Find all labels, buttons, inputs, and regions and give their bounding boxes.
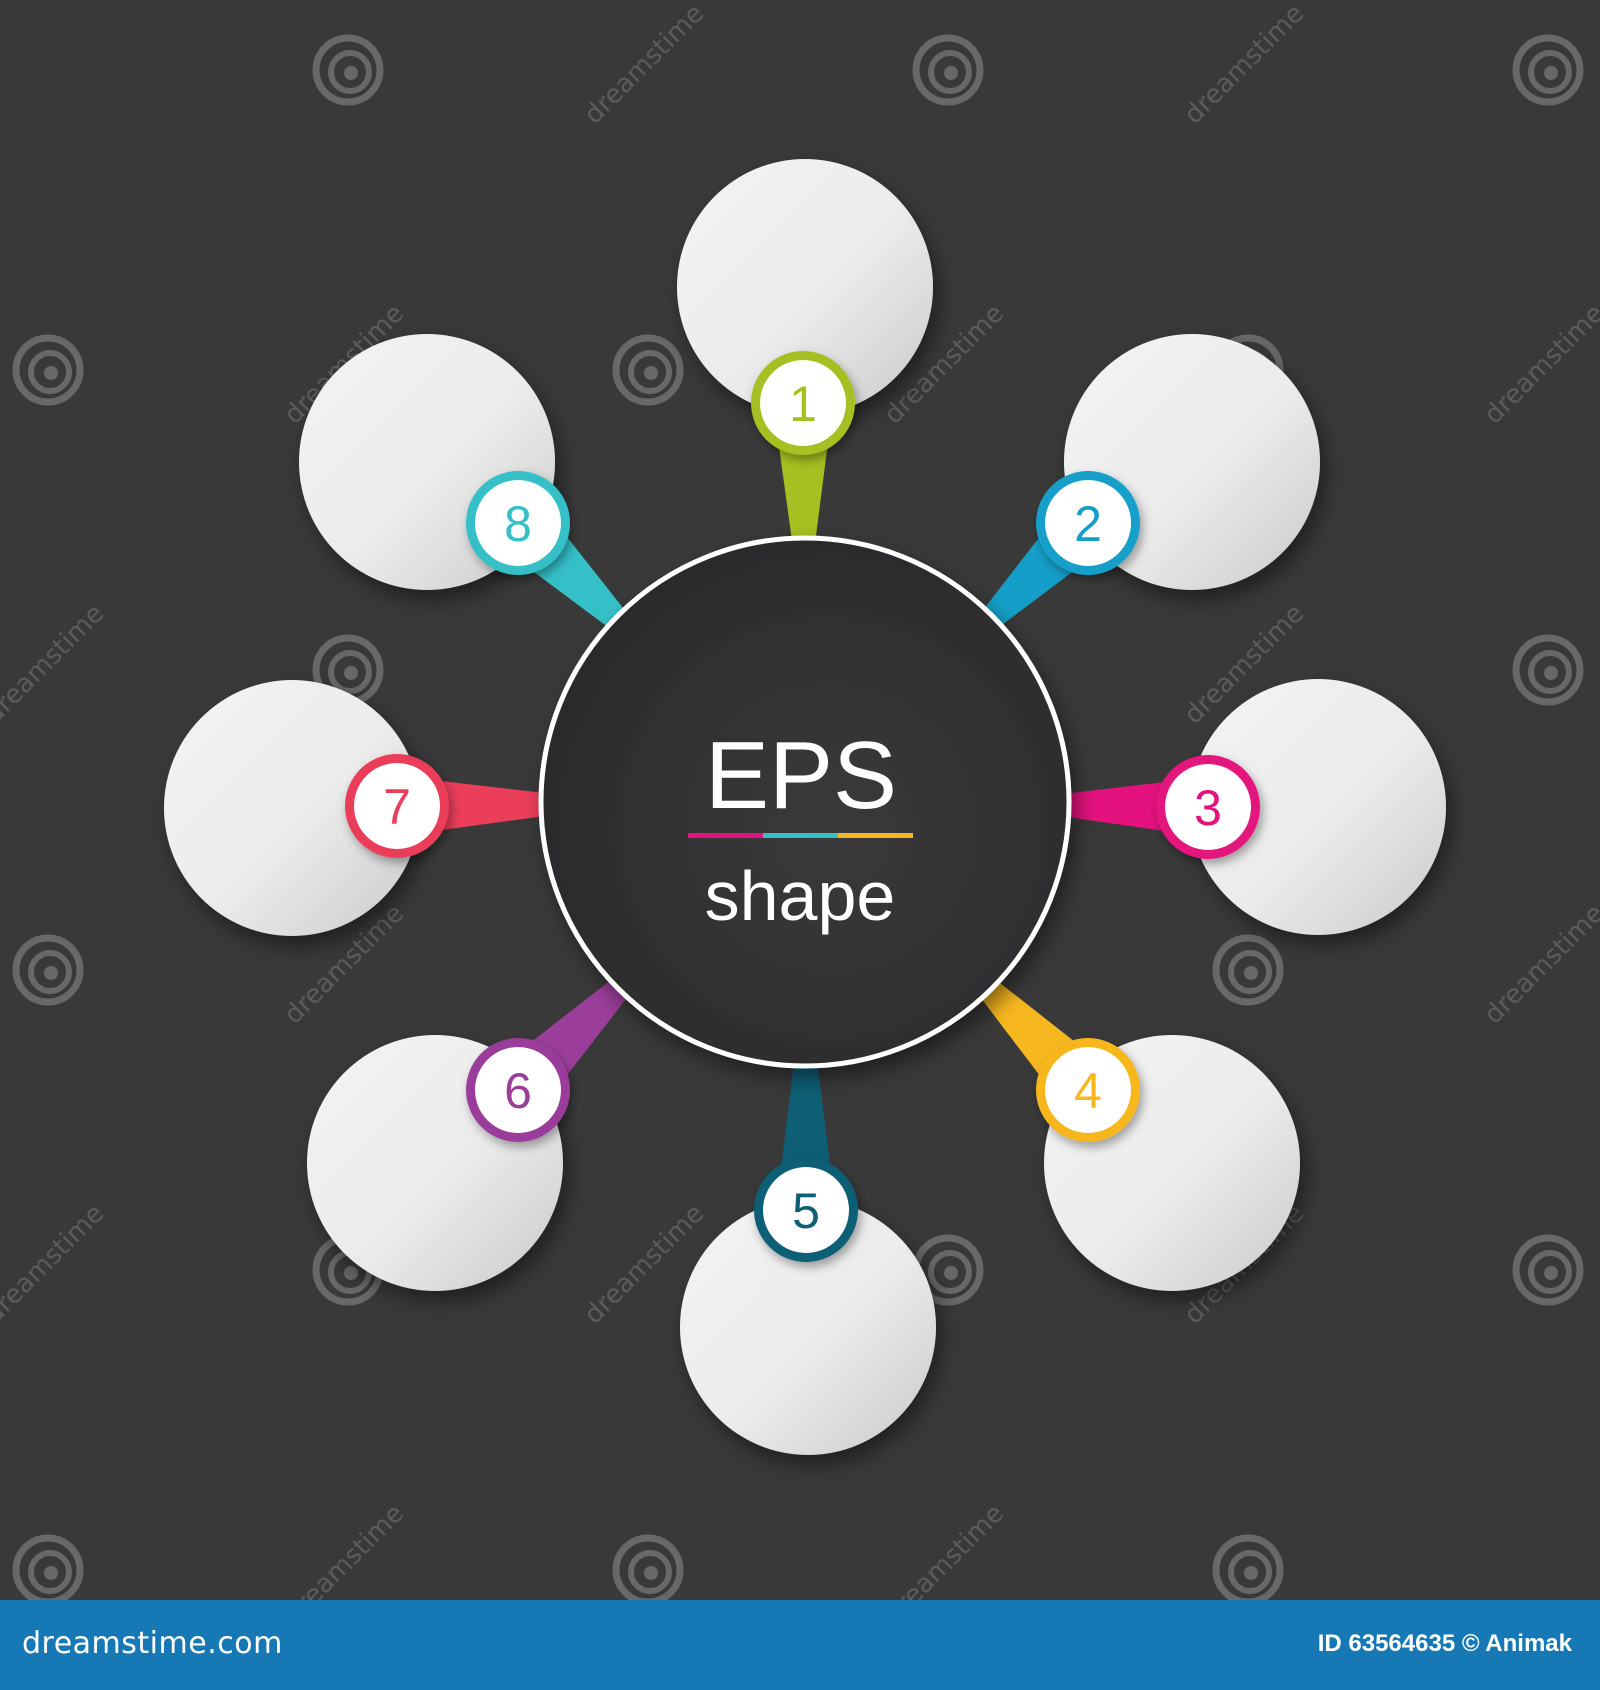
watermark-text: dreamstime bbox=[0, 1199, 110, 1331]
watermark-spiral-icon bbox=[312, 34, 384, 106]
watermark-spiral-icon bbox=[612, 334, 684, 406]
watermark-spiral-icon bbox=[612, 1534, 684, 1600]
content-disc-7 bbox=[164, 680, 420, 936]
watermark-spiral-icon bbox=[1512, 1234, 1584, 1306]
divider-segment bbox=[838, 833, 913, 838]
node-badge-3: 3 bbox=[1156, 755, 1260, 859]
node-badge-4: 4 bbox=[1036, 1038, 1140, 1142]
center-subtitle: shape bbox=[705, 857, 896, 935]
footer-site: dreamstime.com bbox=[22, 1626, 283, 1661]
watermark-spiral-icon bbox=[12, 1534, 84, 1600]
node-badge-8: 8 bbox=[466, 471, 570, 575]
watermark-spiral-icon bbox=[1212, 1534, 1284, 1600]
badge-number: 7 bbox=[383, 779, 411, 835]
badge-number: 6 bbox=[504, 1063, 532, 1119]
badge-number: 2 bbox=[1074, 496, 1102, 552]
node-badge-2: 2 bbox=[1036, 471, 1140, 575]
content-disc-1 bbox=[677, 159, 933, 415]
watermark-text: dreamstime bbox=[279, 1499, 411, 1600]
center-title: EPS bbox=[705, 722, 897, 829]
node-badge-1: 1 bbox=[751, 351, 855, 455]
badge-number: 3 bbox=[1194, 780, 1222, 836]
node-badge-5: 5 bbox=[754, 1158, 858, 1262]
watermark-text: dreamstime bbox=[1179, 0, 1311, 130]
center-divider bbox=[688, 833, 913, 838]
radial-diagram: dreamstime dreamstime dreamstime dreamstime… bbox=[0, 0, 1600, 1600]
watermark-spiral-icon bbox=[12, 934, 84, 1006]
footer-bar: dreamstime.com ID 63564635 © Animak bbox=[0, 1600, 1600, 1690]
content-disc-3 bbox=[1190, 679, 1446, 935]
watermark-text: dreamstime bbox=[1479, 299, 1600, 431]
watermark-spiral-icon bbox=[1212, 934, 1284, 1006]
watermark-text: dreamstime bbox=[579, 0, 711, 130]
watermark-spiral-icon bbox=[1512, 34, 1584, 106]
badge-number: 1 bbox=[789, 376, 817, 432]
watermark-spiral-icon bbox=[1512, 634, 1584, 706]
badge-layer: 1 2 3 4 5 6 7 8 bbox=[345, 351, 1260, 1262]
divider-segment bbox=[688, 833, 763, 838]
divider-segment bbox=[763, 833, 838, 838]
badge-number: 8 bbox=[504, 496, 532, 552]
node-badge-7: 7 bbox=[345, 754, 449, 858]
center-circle: EPS shape bbox=[538, 535, 1072, 1069]
watermark-spiral-icon bbox=[912, 34, 984, 106]
watermark-text: dreamstime bbox=[879, 1499, 1011, 1600]
content-disc-5 bbox=[680, 1199, 936, 1455]
watermark-text: dreamstime bbox=[1479, 899, 1600, 1031]
watermark-text: dreamstime bbox=[0, 599, 110, 731]
node-badge-6: 6 bbox=[466, 1038, 570, 1142]
badge-number: 4 bbox=[1074, 1063, 1102, 1119]
badge-number: 5 bbox=[792, 1183, 820, 1239]
watermark-spiral-icon bbox=[12, 334, 84, 406]
footer-credit: ID 63564635 © Animak bbox=[1317, 1630, 1572, 1657]
